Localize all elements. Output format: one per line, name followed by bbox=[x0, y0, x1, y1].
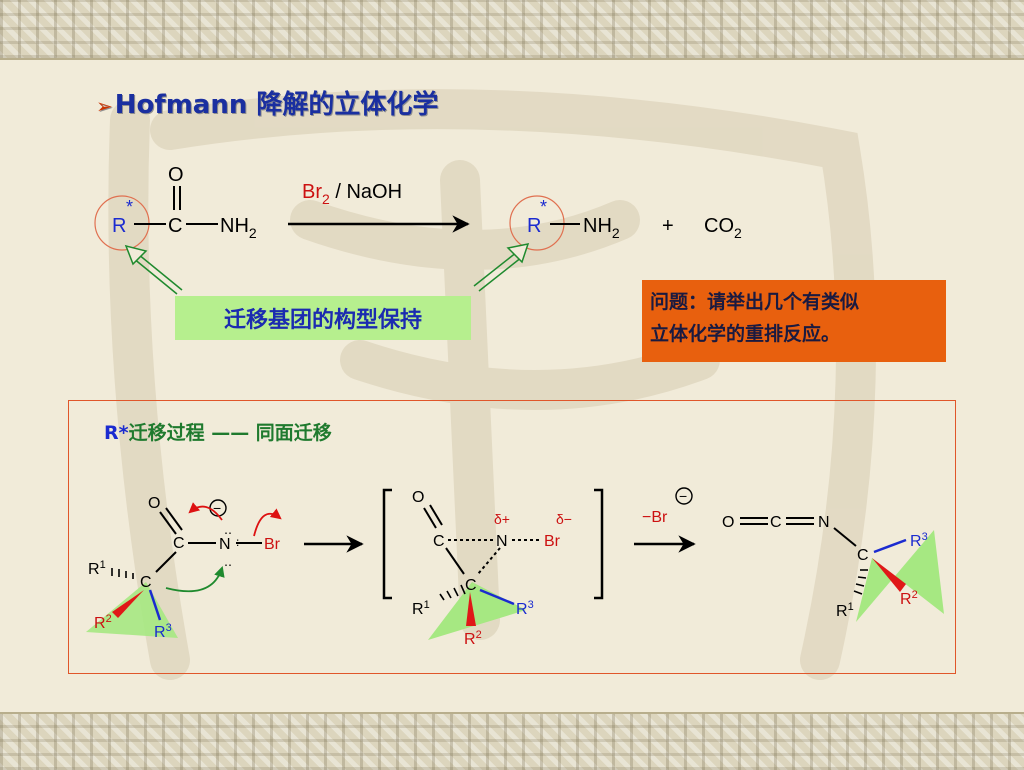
leaving-bromide: −Br − bbox=[642, 487, 693, 526]
svg-text:R3: R3 bbox=[154, 622, 172, 641]
curved-arrow-red-2 bbox=[253, 508, 282, 537]
mechanism-frame bbox=[68, 400, 956, 674]
green-stereo-plane bbox=[86, 582, 178, 638]
svg-text:N: N bbox=[496, 533, 508, 550]
decorative-bottom-border bbox=[0, 712, 1024, 770]
svg-text:R1: R1 bbox=[412, 599, 430, 618]
stereo-star-product: * bbox=[540, 197, 547, 217]
r-group-product: R bbox=[527, 215, 541, 237]
svg-text:NH2: NH2 bbox=[583, 215, 620, 241]
decorative-top-border bbox=[0, 0, 1024, 60]
subtitle-text: 迁移过程 —— 同面迁移 bbox=[128, 422, 332, 444]
curved-arrow-red-1 bbox=[188, 502, 223, 521]
carbonyl-oxygen: O bbox=[168, 164, 184, 186]
svg-text:C: C bbox=[770, 514, 782, 531]
amine-group: NH2 bbox=[220, 215, 257, 241]
carbonyl-carbon: C bbox=[168, 215, 182, 237]
svg-text:δ−: δ− bbox=[556, 511, 572, 527]
svg-text:R1: R1 bbox=[88, 559, 106, 578]
stereo-star: * bbox=[126, 197, 133, 217]
question-box: 问题：请举出几个有类似 立体化学的重排反应。 bbox=[642, 280, 946, 362]
question-line-1: 问题：请举出几个有类似 bbox=[650, 291, 860, 313]
mechanism-step1: O C N : ‥ ‥ − Br C R1 R2 R3 bbox=[86, 495, 282, 641]
reactant-amide: R * C O NH2 bbox=[94, 164, 257, 251]
svg-text:R2: R2 bbox=[94, 613, 112, 632]
svg-text:O: O bbox=[412, 489, 424, 506]
bullet-arrow-icon: ➢ bbox=[96, 94, 113, 118]
slide-title: ➢Hofmann 降解的立体化学 bbox=[96, 84, 438, 121]
transition-state: O C N Br δ+ δ− C R1 R2 R3 bbox=[382, 488, 604, 648]
svg-text:Br: Br bbox=[544, 533, 561, 550]
question-line-2: 立体化学的重排反应。 bbox=[650, 323, 841, 345]
svg-text:Br2 / NaOH: Br2 / NaOH bbox=[302, 181, 402, 207]
svg-text:C: C bbox=[140, 574, 152, 591]
isocyanate-product: O C N C R3 R2 R1 bbox=[722, 514, 944, 622]
subtitle-rstar: R* bbox=[104, 422, 129, 444]
r-group: R bbox=[112, 215, 126, 237]
reagent-label: Br2 / NaOH bbox=[302, 181, 402, 207]
svg-text:R3: R3 bbox=[516, 599, 534, 618]
svg-text:C: C bbox=[433, 533, 445, 550]
svg-text:−Br: −Br bbox=[642, 509, 668, 526]
svg-text:C: C bbox=[857, 547, 869, 564]
svg-text:R3: R3 bbox=[910, 531, 928, 550]
carbon-dioxide: CO2 bbox=[704, 215, 742, 241]
svg-text:‥: ‥ bbox=[224, 555, 232, 569]
retention-arrow-left bbox=[124, 244, 183, 295]
svg-text:δ+: δ+ bbox=[494, 511, 510, 527]
svg-text:O: O bbox=[148, 495, 160, 512]
svg-text:N: N bbox=[219, 536, 231, 553]
svg-text:C: C bbox=[173, 535, 185, 552]
configuration-retention-label: 迁移基团的构型保持 bbox=[175, 296, 471, 340]
plus-sign: + bbox=[662, 215, 674, 237]
svg-text:−: − bbox=[679, 488, 687, 504]
retention-arrow-right bbox=[473, 243, 530, 292]
curved-arrow-green bbox=[165, 565, 225, 593]
svg-text:−: − bbox=[213, 500, 221, 516]
slide-title-text: Hofmann 降解的立体化学 bbox=[114, 90, 439, 120]
svg-text:N: N bbox=[818, 514, 830, 531]
svg-text:C: C bbox=[465, 577, 477, 594]
svg-text:‥: ‥ bbox=[224, 523, 232, 537]
svg-text:R1: R1 bbox=[836, 601, 854, 620]
svg-text:O: O bbox=[722, 514, 734, 531]
svg-text:Br: Br bbox=[264, 536, 281, 553]
product-amine: R * NH2 + CO2 bbox=[509, 195, 742, 251]
svg-text:R2: R2 bbox=[464, 629, 482, 648]
mechanism-subtitle: R*迁移过程 —— 同面迁移 bbox=[104, 418, 332, 445]
svg-text:R2: R2 bbox=[900, 589, 918, 608]
